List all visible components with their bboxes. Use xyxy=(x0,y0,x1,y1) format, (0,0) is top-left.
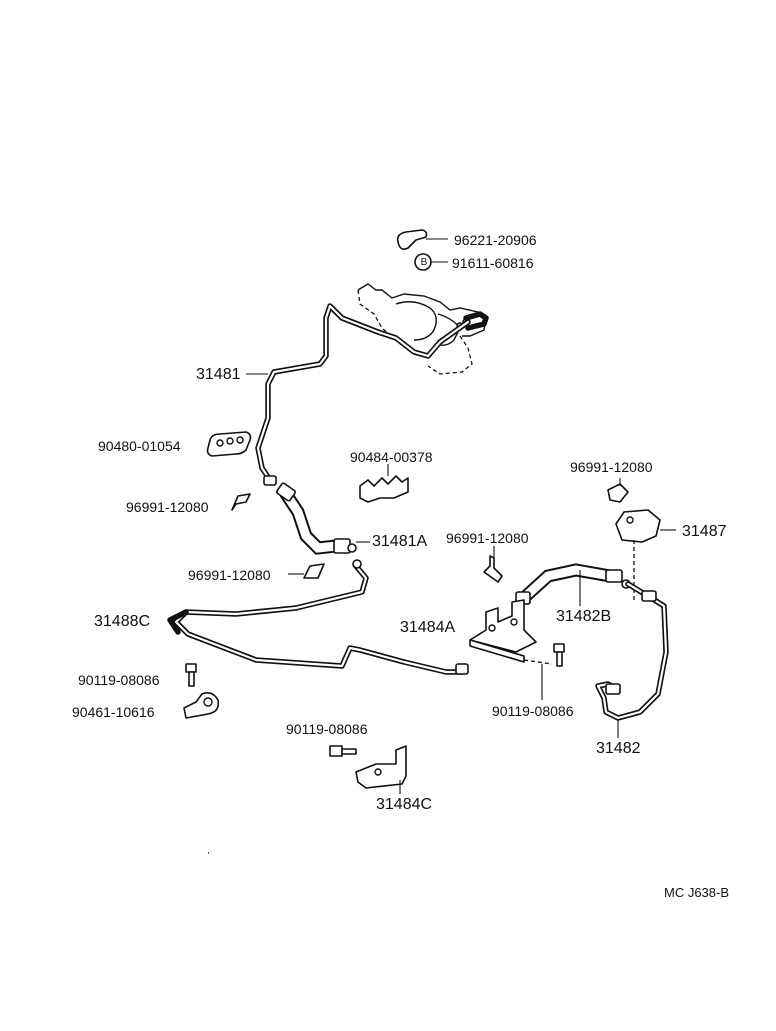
clip-96991-12080-d xyxy=(607,478,629,503)
clip-96991-12080-b xyxy=(288,563,325,579)
b-symbol-label: B xyxy=(420,257,428,268)
label-96991-12080-right: 96991-12080 xyxy=(570,459,653,475)
label-31481: 31481 xyxy=(196,366,241,383)
label-90480-01054: 90480-01054 xyxy=(98,438,181,454)
label-96991-12080-middle: 96991-12080 xyxy=(446,530,529,546)
label-31487: 31487 xyxy=(682,523,727,540)
hose-31481A xyxy=(275,482,370,555)
pipe-31482 xyxy=(595,581,669,738)
pipe-31481 xyxy=(246,303,489,486)
bracket-31484C xyxy=(355,745,407,794)
pipe-31488C xyxy=(167,559,469,675)
label-96991-12080-left: 96991-12080 xyxy=(126,499,209,515)
label-90461-10616: 90461-10616 xyxy=(72,704,155,720)
label-90119-08086-middle: 90119-08086 xyxy=(492,703,574,719)
label-31488C: 31488C xyxy=(94,613,151,630)
bolt-90119-08086-c xyxy=(329,745,357,757)
label-31482B: 31482B xyxy=(556,608,612,625)
clamp-90461-10616 xyxy=(183,692,220,719)
clamp-90480-01054 xyxy=(206,431,252,457)
label-91611-60816: 91611-60816 xyxy=(452,255,534,271)
clip-90484-00378 xyxy=(359,464,409,503)
label-96221-20906: 96221-20906 xyxy=(454,232,537,248)
label-90119-08086-lower: 90119-08086 xyxy=(286,721,368,737)
label-31481A: 31481A xyxy=(372,533,428,550)
hose-31482B xyxy=(515,563,631,606)
bolt-90119-08086-a xyxy=(185,663,197,687)
label-31482: 31482 xyxy=(596,740,641,757)
label-96991-12080-lower: 96991-12080 xyxy=(188,567,271,583)
clip-96221-20906 xyxy=(396,229,448,250)
label-90119-08086-left: 90119-08086 xyxy=(78,672,160,688)
bolt-90119-08086-b xyxy=(541,643,565,700)
bolt-91611-60816 xyxy=(414,253,448,271)
bracket-31484A xyxy=(469,599,553,665)
label-31484A: 31484A xyxy=(400,619,456,636)
clip-96991-12080-c xyxy=(483,546,503,583)
label-90484-00378: 90484-00378 xyxy=(350,449,433,465)
label-31484C: 31484C xyxy=(376,796,433,813)
clip-96991-12080-a xyxy=(231,493,251,511)
drawing-code: MC J638-B xyxy=(664,885,730,900)
